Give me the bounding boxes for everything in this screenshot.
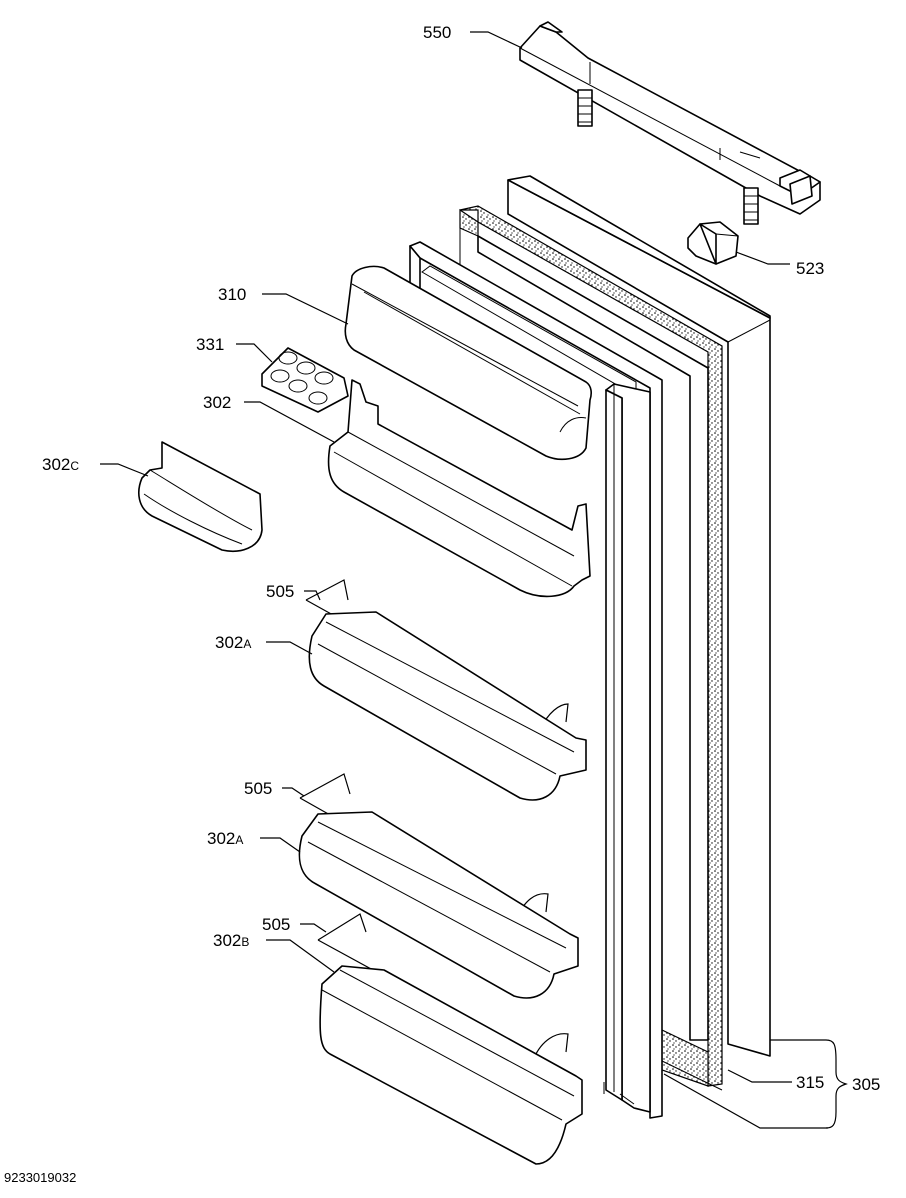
figure-id: 9233019032 bbox=[4, 1170, 76, 1185]
label-302a-upper-suffix: A bbox=[243, 637, 251, 651]
label-523: 523 bbox=[796, 259, 824, 278]
label-302a-upper: 302A bbox=[215, 633, 251, 652]
shelf-302a-upper bbox=[308, 611, 587, 801]
label-315: 315 bbox=[796, 1073, 824, 1092]
hinge-cover-part bbox=[687, 221, 739, 265]
label-302c-number: 302 bbox=[42, 455, 70, 474]
egg-tray-331 bbox=[261, 347, 349, 413]
label-505-upper: 505 bbox=[266, 582, 294, 601]
label-302c-suffix: C bbox=[70, 459, 79, 473]
leader-lines bbox=[100, 31, 848, 1129]
label-302a-lower-number: 302 bbox=[207, 829, 235, 848]
label-310: 310 bbox=[218, 285, 246, 304]
shelf-302a-lower bbox=[298, 811, 579, 999]
label-302c: 302C bbox=[42, 455, 79, 474]
inner-liner bbox=[409, 241, 663, 1119]
door-gasket bbox=[459, 205, 723, 1091]
label-302b-number: 302 bbox=[213, 931, 241, 950]
top-handle-part bbox=[519, 21, 821, 225]
label-550: 550 bbox=[423, 23, 451, 42]
label-505-middle: 505 bbox=[244, 779, 272, 798]
outer-door-panel bbox=[507, 175, 771, 1057]
label-305: 305 bbox=[852, 1075, 880, 1094]
dairy-compartment-310 bbox=[344, 265, 592, 461]
label-302b: 302B bbox=[213, 931, 249, 950]
label-331: 331 bbox=[196, 335, 224, 354]
bottle-holder-302c bbox=[138, 441, 263, 552]
label-302a-upper-number: 302 bbox=[215, 633, 243, 652]
label-302a-lower: 302A bbox=[207, 829, 243, 848]
shelf-302b bbox=[319, 965, 583, 1165]
label-302a-lower-suffix: A bbox=[235, 833, 243, 847]
label-302b-suffix: B bbox=[241, 935, 249, 949]
label-302: 302 bbox=[203, 393, 231, 412]
label-505-lower: 505 bbox=[262, 915, 290, 934]
door-shelf-302 bbox=[327, 379, 591, 598]
